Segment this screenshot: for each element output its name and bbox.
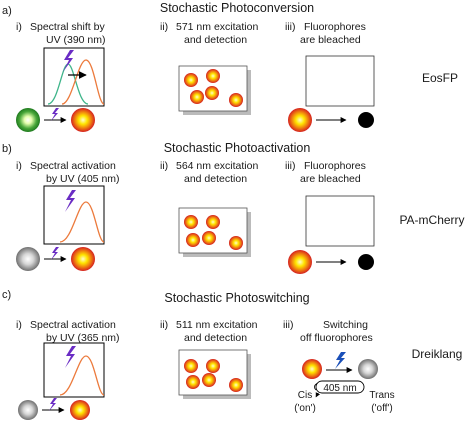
section-b-spots [184, 215, 243, 250]
section-b-protein-name: PA-mCherry [399, 213, 464, 227]
section-c-panel-2-line-1: 511 nm excitation [176, 319, 258, 331]
section-a-orange-spectrum [61, 59, 105, 105]
section-b-gray-fluorophore [16, 247, 40, 271]
section-c-panel-3-line-2: off fluorophores [300, 332, 373, 344]
section-a-green-fluorophore [16, 108, 40, 132]
section-c-red-fluorophore [70, 400, 90, 420]
section-c-wavelength-label: 405 nm [323, 383, 356, 394]
section-c-blue-bolt-icon [335, 352, 346, 369]
section-b-panel-1-num: i) [16, 160, 22, 172]
section-c-orange-spectrum [59, 355, 105, 396]
section-c-panel-2-num: ii) [160, 319, 168, 331]
section-a-panel-3-line-2: are bleached [300, 34, 361, 46]
section-b-panel-2-line-2: and detection [184, 173, 247, 185]
section-a-spots [184, 69, 243, 107]
section-b-panel-3-line-1: Fluorophores [304, 160, 366, 172]
section-a-bleach-start-fluorophore [288, 108, 312, 132]
section-b-panel-1-line-2: by UV (405 nm) [46, 173, 120, 185]
section-c-cis-label: Cis [298, 390, 312, 401]
section-a: a) Stochastic Photoconversion i) Spectra… [2, 1, 458, 132]
spot [206, 359, 220, 373]
section-b-title: Stochastic Photoactivation [164, 141, 311, 155]
section-c-trans-fluorophore [358, 359, 378, 379]
spot [229, 378, 243, 392]
section-c-panel-1-num: i) [16, 319, 22, 331]
section-a-panel-2-line-2: and detection [184, 34, 247, 46]
spot [184, 215, 198, 229]
section-c-panel-3-num: iii) [283, 319, 294, 331]
section-a-uv-bolt-icon [63, 50, 74, 72]
spot [206, 215, 220, 229]
section-b-letter: b) [2, 143, 12, 155]
section-c-panel-1-line-2: by UV (365 nm) [46, 332, 120, 344]
section-c-panel-2-line-2: and detection [184, 332, 247, 344]
section-b-panel-2-num: ii) [160, 160, 168, 172]
section-c-wavelength-pill [315, 380, 365, 394]
section-b-panel-2-line-1: 564 nm excitation [176, 160, 258, 172]
section-c-protein-name: Dreiklang [412, 347, 463, 361]
section-c-cis-state: ('on') [294, 403, 316, 414]
section-c-small-uv-bolt-icon [49, 398, 57, 411]
section-b: b) Stochastic Photoactivation i) Spectra… [2, 141, 465, 274]
section-b-panel-1-line-1: Spectral activation [30, 160, 116, 172]
spot [206, 69, 220, 83]
section-c-trans-state: ('off') [371, 403, 392, 414]
section-a-letter: a) [2, 5, 12, 17]
section-c-title: Stochastic Photoswitching [164, 291, 309, 305]
spot [190, 90, 204, 104]
section-c: c) Stochastic Photoswitching i) Spectral… [2, 289, 462, 420]
spot [186, 375, 200, 389]
section-a-panel-3-num: iii) [285, 21, 296, 33]
section-b-red-fluorophore [71, 247, 95, 271]
section-c-cis-fluorophore [302, 359, 322, 379]
section-c-spots [184, 359, 243, 392]
spot [229, 236, 243, 250]
section-b-panel-3-num: iii) [285, 160, 296, 172]
section-b-bleached-fluorophore [358, 254, 374, 270]
section-c-panel-1-line-1: Spectral activation [30, 319, 116, 331]
section-a-protein-name: EosFP [422, 71, 458, 85]
section-b-uv-bolt-icon [65, 190, 76, 212]
section-c-letter: c) [2, 289, 11, 301]
section-a-small-uv-bolt-icon [51, 108, 59, 121]
section-c-gray-fluorophore [18, 400, 38, 420]
spot [205, 86, 219, 100]
section-a-bleached-slide [305, 55, 375, 107]
section-b-small-uv-bolt-icon [51, 247, 59, 260]
section-c-trans-label: Trans [369, 390, 394, 401]
section-a-panel-2-line-1: 571 nm excitation [176, 21, 258, 33]
spot [186, 233, 200, 247]
spot [229, 93, 243, 107]
section-a-panel-3-line-1: Fluorophores [304, 21, 366, 33]
spot [202, 231, 216, 245]
section-b-spectrum-frame [43, 185, 105, 245]
section-b-orange-spectrum [59, 201, 105, 243]
section-b-panel-3-line-2: are bleached [300, 173, 361, 185]
section-b-bleached-slide [305, 195, 375, 247]
spot [184, 359, 198, 373]
section-c-uv-bolt-icon [65, 346, 76, 368]
section-c-return-arrow [315, 392, 321, 398]
section-a-bleached-fluorophore [358, 112, 374, 128]
section-a-panel-1-line-2: UV (390 nm) [46, 34, 106, 46]
section-a-panel-2-num: ii) [160, 21, 168, 33]
section-a-panel-1-num: i) [16, 21, 22, 33]
spot [202, 373, 216, 387]
spot [184, 73, 198, 87]
section-a-red-fluorophore [71, 108, 95, 132]
section-a-title: Stochastic Photoconversion [160, 1, 314, 15]
section-c-panel-3-line-1: Switching [323, 319, 368, 331]
section-b-bleach-start-fluorophore [288, 250, 312, 274]
section-c-spectrum-frame [43, 342, 105, 398]
section-a-panel-1-line-1: Spectral shift by [30, 21, 105, 33]
